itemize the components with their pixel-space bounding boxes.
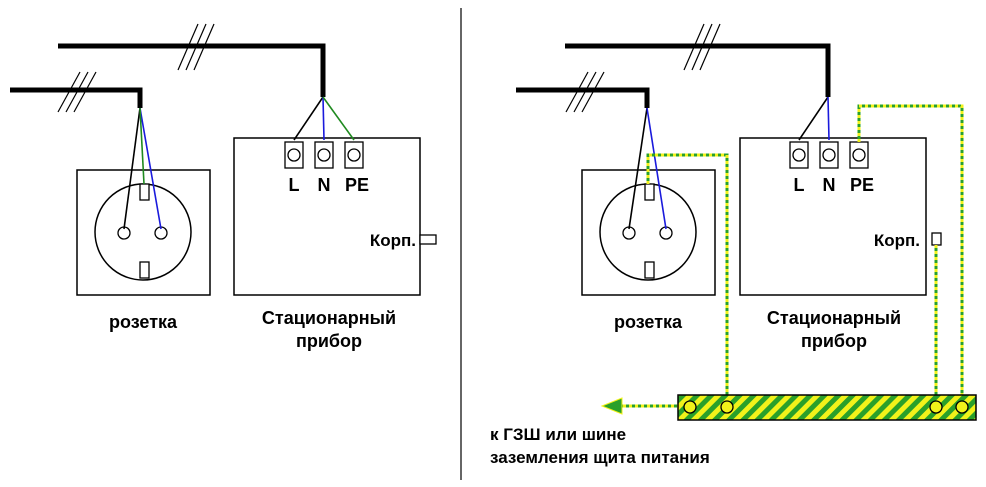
terminal-PE (344, 141, 364, 169)
pe-bus-bar (677, 394, 977, 421)
terminal-PE-label: PE (345, 175, 369, 195)
socket-ground-contact-top (644, 183, 655, 201)
terminal-N (819, 141, 839, 169)
wire-neutral (139, 107, 162, 230)
wire-phase (628, 107, 648, 230)
wire-phase (123, 107, 141, 230)
supply-cable-device (565, 23, 831, 97)
terminal-L (789, 141, 809, 169)
bus-terminal (955, 400, 969, 414)
wire-neutral (827, 96, 830, 141)
arrow-icon (600, 397, 623, 415)
pe-wire-to-main-bar (600, 397, 680, 415)
socket-ground-contact-top (139, 183, 150, 201)
terminal-PE-label: PE (850, 175, 874, 195)
device-label-line1: Стационарный (262, 308, 396, 328)
right-panel: розетка L N PE Корп. Стационарны (490, 23, 977, 467)
terminal-L-label: L (289, 175, 300, 195)
socket-ground-contact-bottom (644, 261, 655, 279)
bus-terminal (929, 400, 943, 414)
device: L N PE Корп. (739, 96, 942, 296)
wire-pe (322, 96, 355, 141)
bus-caption-line1: к ГЗШ или шине (490, 425, 626, 444)
terminal-N-label: N (318, 175, 331, 195)
bus-terminal (720, 400, 734, 414)
terminal-L-label: L (794, 175, 805, 195)
supply-cable-device (58, 23, 326, 97)
supply-cable-socket (10, 71, 143, 113)
bus-terminal (683, 400, 697, 414)
wire-neutral (322, 96, 325, 141)
socket (581, 107, 716, 296)
wire-phase (798, 96, 829, 141)
device: L N PE Корп. (233, 96, 437, 296)
housing-label: Корп. (874, 231, 920, 250)
wire-phase (293, 96, 324, 141)
socket-label: розетка (109, 312, 178, 332)
socket-label: розетка (614, 312, 683, 332)
device-label-line2: прибор (296, 331, 362, 351)
terminal-N-label: N (823, 175, 836, 195)
housing-label: Корп. (370, 231, 416, 250)
bus-caption-line2: заземления щита питания (490, 448, 710, 467)
terminal-L (284, 141, 304, 169)
pe-conductors (600, 104, 964, 415)
supply-cable-socket (516, 71, 650, 113)
device-label-line2: прибор (801, 331, 867, 351)
socket (76, 107, 211, 296)
housing-terminal (419, 234, 437, 245)
device-label-line1: Стационарный (767, 308, 901, 328)
pe-wire-device (857, 104, 964, 404)
socket-ground-contact-bottom (139, 261, 150, 279)
pe-wire-socket (646, 153, 729, 404)
housing-terminal (931, 232, 942, 246)
wire-neutral (646, 107, 667, 230)
terminal-N (314, 141, 334, 169)
wire-pe (139, 107, 145, 185)
terminal-PE (849, 141, 869, 169)
left-panel: розетка L N PE Корп. Стац (10, 23, 437, 351)
